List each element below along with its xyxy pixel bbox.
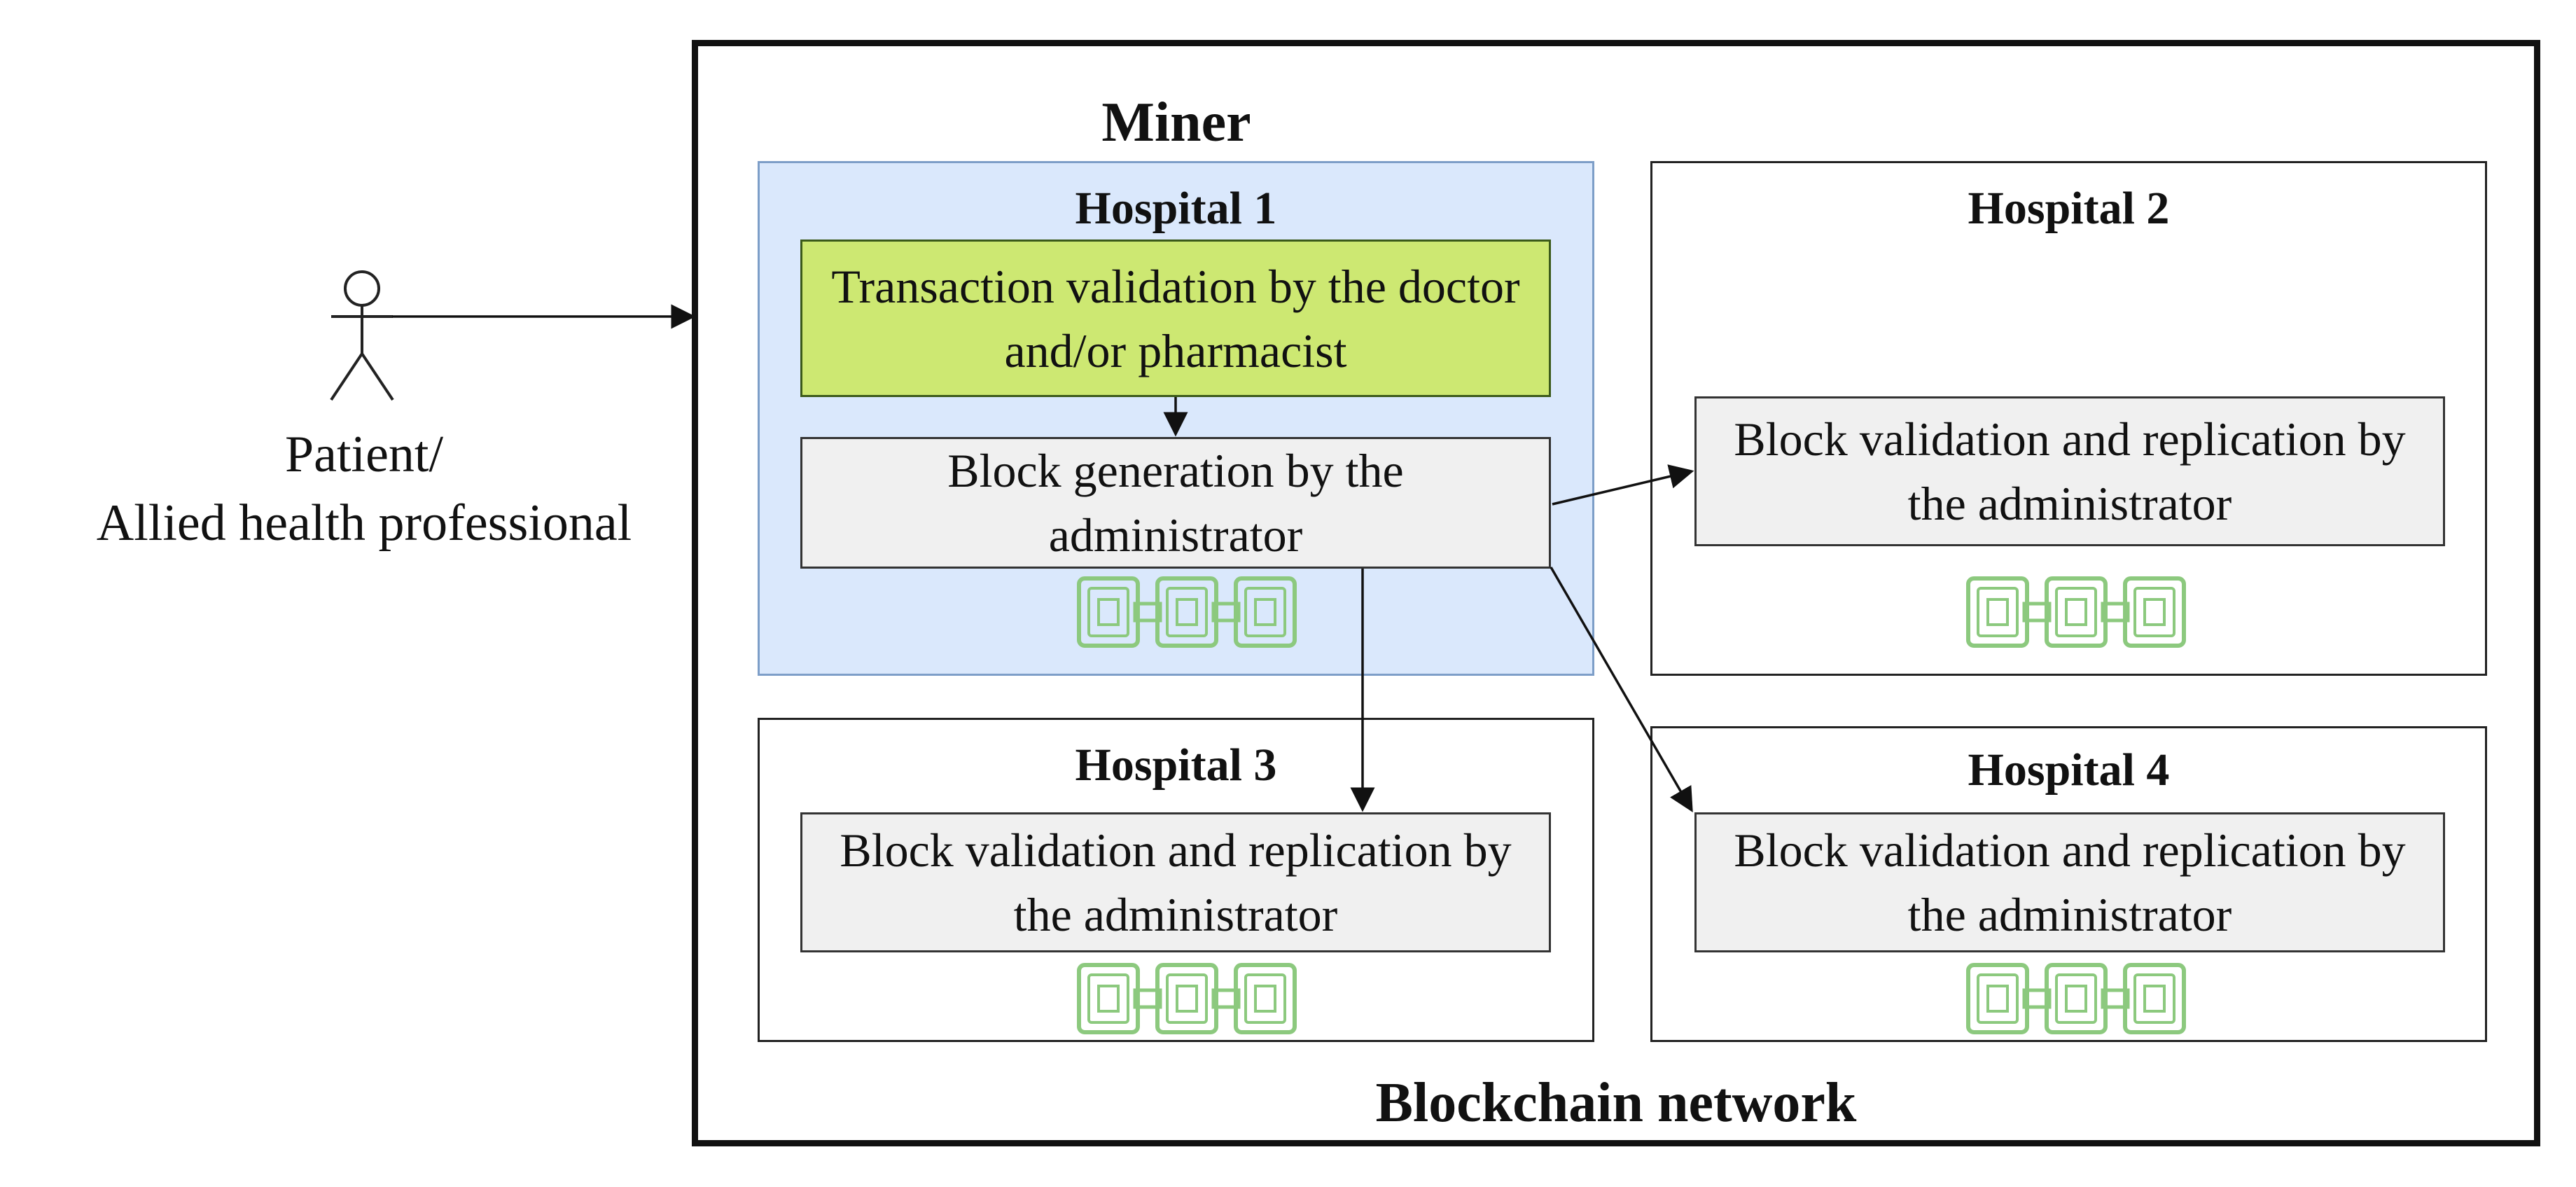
patient-label-line-2: Allied health professional bbox=[96, 494, 632, 552]
hospital-3-validation-text: Block validation and replication by the … bbox=[840, 824, 1512, 941]
hospital-2-validation-box: Block validation and replication by the … bbox=[1694, 396, 2445, 546]
hospital-3-title: Hospital 3 bbox=[1075, 740, 1277, 791]
hospital-4-validation-box: Block validation and replication by the … bbox=[1694, 812, 2445, 952]
blockchain-chain-icon bbox=[1077, 963, 1297, 1034]
hospital-4-validation-text: Block validation and replication by the … bbox=[1734, 824, 2406, 941]
transaction-validation-box: Transaction validation by the doctor and… bbox=[800, 240, 1551, 397]
patient-actor-label: Patient/ Allied health professional bbox=[28, 420, 700, 560]
blockchain-network-frame bbox=[692, 40, 2540, 1146]
patient-label-line-1: Patient/ bbox=[284, 426, 444, 483]
stick-figure-icon bbox=[330, 270, 394, 401]
blockchain-chain-icon bbox=[1966, 576, 2186, 648]
miner-label: Miner bbox=[1101, 92, 1251, 153]
blockchain-chain-icon bbox=[1966, 963, 2186, 1034]
hospital-3-validation-box: Block validation and replication by the … bbox=[800, 812, 1551, 952]
blockchain-network-label: Blockchain network bbox=[1375, 1072, 1857, 1134]
block-generation-box: Block generation by the administrator bbox=[800, 437, 1551, 569]
hospital-4-title: Hospital 4 bbox=[1968, 744, 2170, 796]
hospital-1-title: Hospital 1 bbox=[1075, 183, 1277, 234]
hospital-2-validation-text: Block validation and replication by the … bbox=[1734, 412, 2406, 530]
blockchain-chain-icon bbox=[1077, 576, 1297, 648]
block-generation-text: Block generation by the administrator bbox=[947, 444, 1404, 562]
hospital-2-title: Hospital 2 bbox=[1968, 183, 2170, 234]
transaction-validation-text: Transaction validation by the doctor and… bbox=[831, 259, 1520, 377]
